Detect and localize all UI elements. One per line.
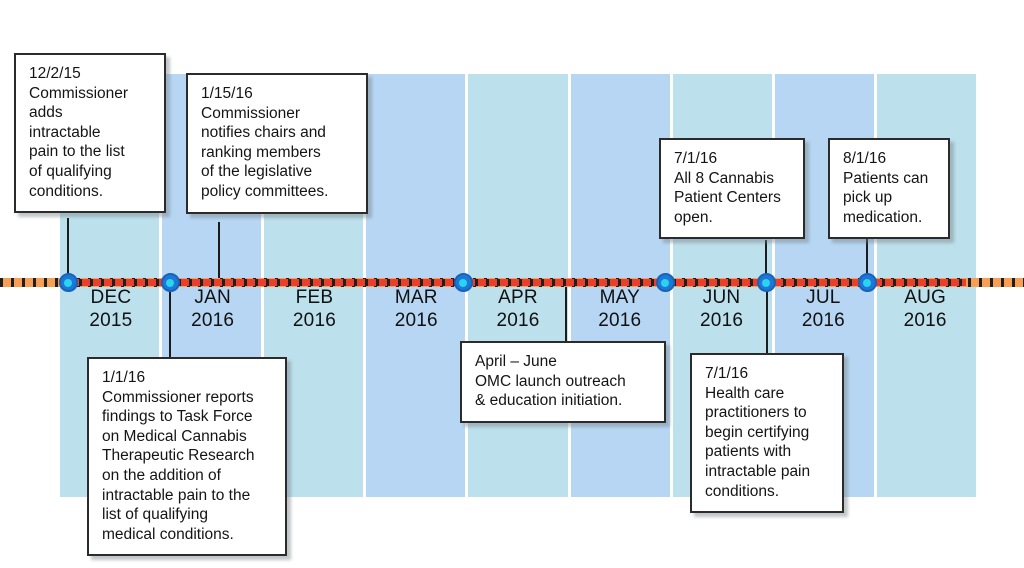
callout-text-line: on Medical Cannabis [102, 427, 247, 445]
callout-date: 8/1/16 [843, 150, 887, 167]
callout-text-line: notifies chairs and [201, 124, 326, 142]
callout-text-line: Patient Centers [674, 189, 781, 207]
timeline-node-aug-2016[interactable] [857, 273, 877, 292]
callout-text-line: findings to Task Force [102, 408, 253, 426]
callout-text-line: policy committees. [201, 182, 329, 200]
connector-stem-aug-1-2016 [866, 238, 868, 280]
callout-text-line: begin certifying [705, 423, 810, 441]
callout-text-line: conditions. [29, 182, 104, 200]
callout-text-line: All 8 Cannabis [674, 169, 774, 187]
timeline-node-apr-2016[interactable] [453, 273, 473, 292]
callout-text-line: ranking members [201, 143, 321, 161]
callout-text-line: patients with [705, 443, 792, 461]
callout-text-line: conditions. [705, 482, 780, 500]
callout-text-line: pain to the list [29, 143, 125, 161]
timeline-node-jan-2016[interactable] [160, 273, 180, 292]
callout-date: 1/15/16 [201, 85, 253, 102]
connector-stem-jan-1-2016 [169, 285, 171, 357]
callout-text-line: of qualifying [29, 162, 112, 180]
callout-date: 7/1/16 [674, 150, 718, 167]
callout-text-line: intractable [29, 123, 101, 141]
callout-date: April – June [475, 353, 557, 370]
callout-text-line: Health care [705, 384, 785, 402]
callout-text-line: & education initiation. [475, 392, 623, 410]
timeline-rule-red [68, 279, 966, 286]
callout-text-line: pick up [843, 189, 893, 207]
connector-stem-jul-1-2016-centers [765, 240, 767, 280]
callout-text-line: open. [674, 208, 713, 226]
callout-text-line: medication. [843, 208, 923, 226]
callout-date: 1/1/16 [102, 369, 146, 386]
callout-text-line: practitioners to [705, 404, 807, 422]
timeline-node-jul-2016[interactable] [756, 273, 776, 292]
callout-text-line: Therapeutic Research [102, 447, 255, 465]
callout-text-line: Commissioner reports [102, 388, 254, 406]
callout-text-line: Patients can [843, 169, 929, 187]
timeline-node-jun-2016[interactable] [655, 273, 675, 292]
callout-text-line: OMC launch outreach [475, 372, 626, 390]
callout-text-line: intractable pain to the [102, 486, 251, 504]
callout-text-line: intractable pain [705, 462, 811, 480]
connector-stem-jan-15-2016 [218, 222, 220, 280]
callout-text-line: Commissioner [201, 104, 301, 122]
callout-text-line: medical conditions. [102, 525, 234, 543]
timeline-node-dec-2015[interactable] [58, 273, 78, 292]
callout-date: 12/2/15 [29, 65, 81, 82]
connector-stem-dec-2-2015 [67, 218, 69, 280]
callout-text-line: Commissioner [29, 84, 129, 102]
callout-text-line: on the addition of [102, 466, 221, 484]
callout-date: 7/1/16 [705, 365, 749, 382]
connector-stem-jul-1-2016-practitioners [766, 285, 768, 353]
callout-text-line: list of qualifying [102, 506, 208, 524]
connector-stem-apr-jun-2016 [565, 285, 567, 341]
callout-text-line: adds [29, 104, 63, 122]
callout-text-line: of the legislative [201, 163, 313, 181]
